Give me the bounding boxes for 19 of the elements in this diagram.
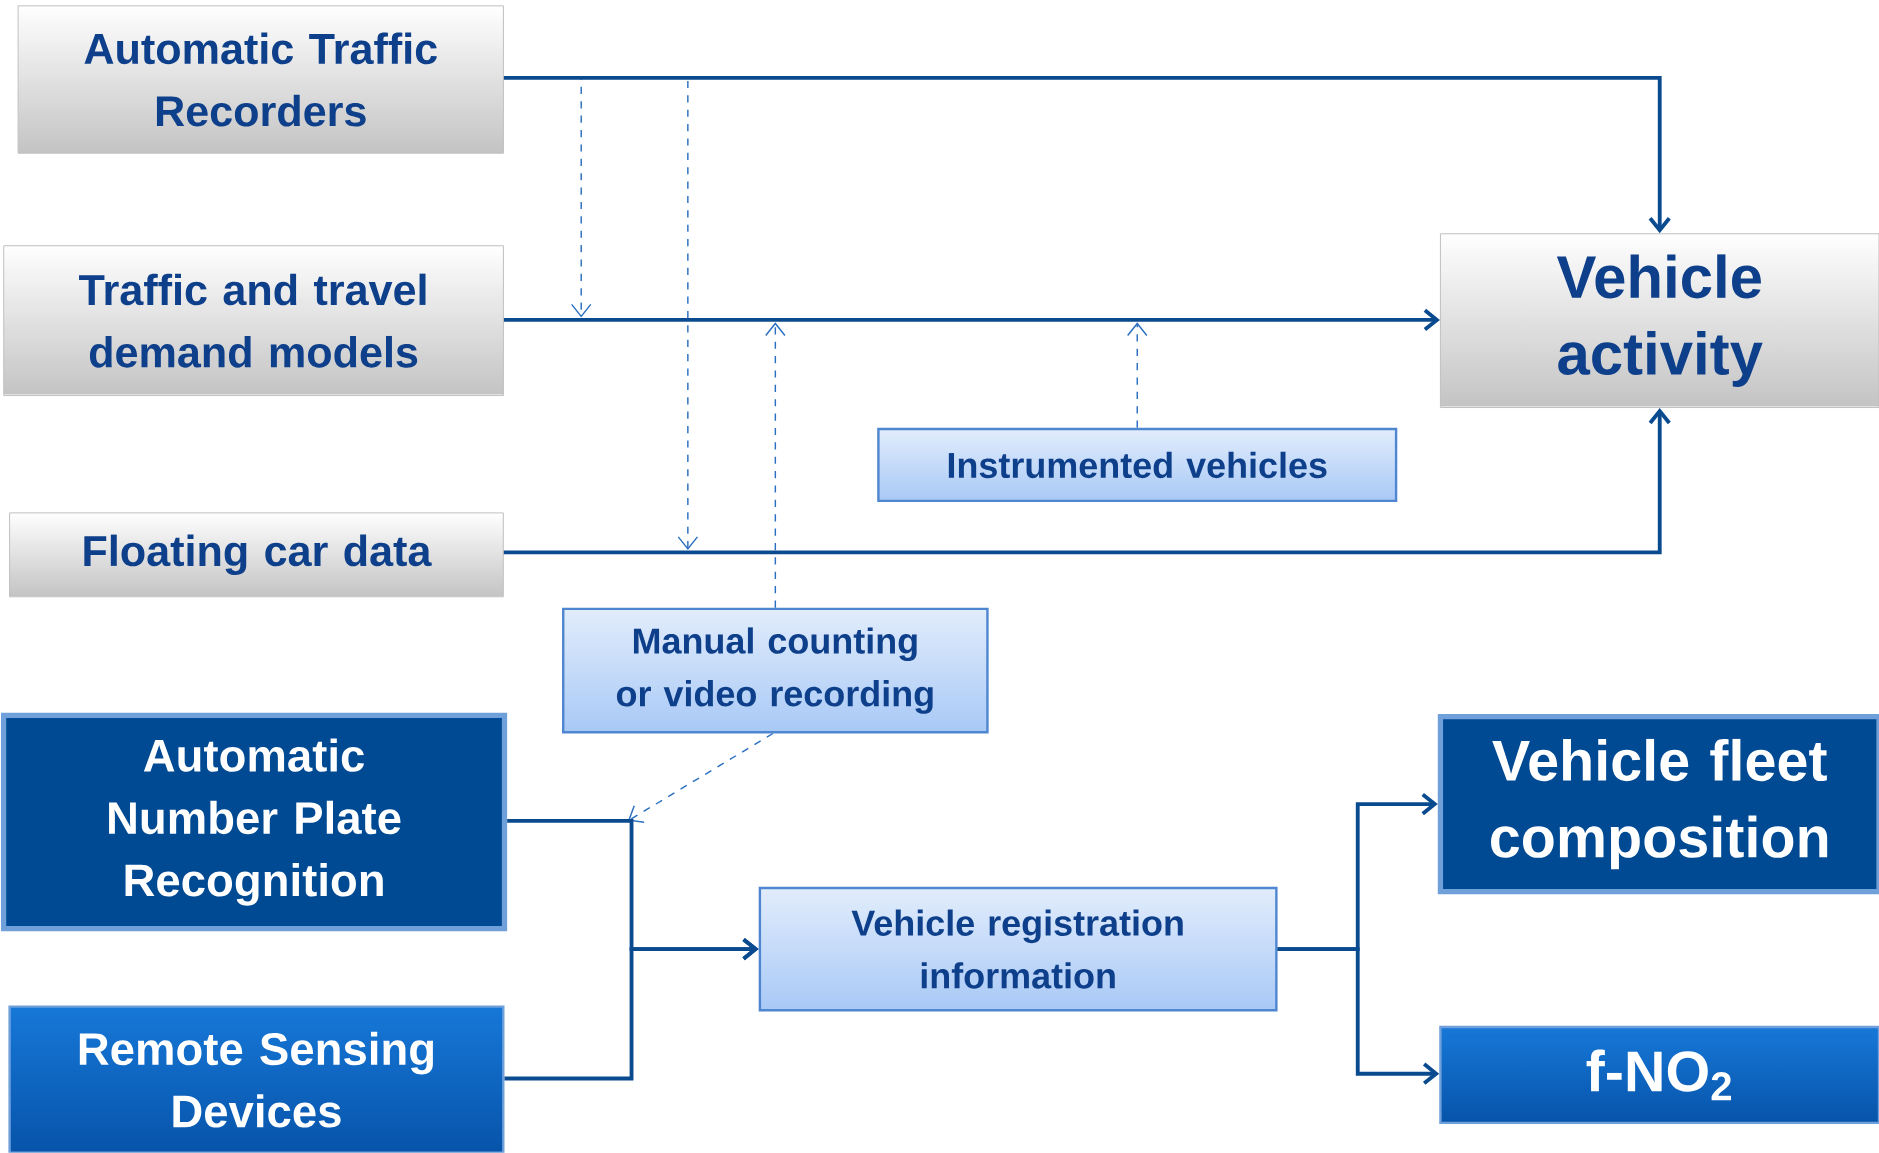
output-box: Remote Sensing Devices: [8, 1005, 505, 1153]
method-box: Instrumented vehicles: [877, 427, 1398, 503]
output-box: Automatic Number Plate Recognition: [0, 712, 508, 932]
dashed-arrow: [1126, 322, 1148, 429]
source-box: Automatic Traffic Recorders: [17, 5, 504, 154]
source-box: Floating car data: [9, 512, 504, 598]
arrow: [503, 76, 1671, 234]
arrow: [504, 938, 759, 1081]
arrow: [1277, 947, 1440, 1085]
source-box: Vehicle activity: [1439, 233, 1879, 409]
output-box: Vehicle fleet composition: [1437, 714, 1879, 895]
source-box: Traffic and travel demand models: [3, 245, 504, 397]
method-box: Vehicle registration information: [758, 886, 1278, 1012]
arrow: [503, 408, 1671, 555]
method-box: Manual counting or video recording: [562, 607, 989, 734]
arrow: [503, 308, 1440, 332]
dashed-arrow: [765, 322, 786, 609]
dashed-arrow: [627, 732, 774, 824]
output-box: f-NO$_{2}$: [1439, 1025, 1879, 1125]
